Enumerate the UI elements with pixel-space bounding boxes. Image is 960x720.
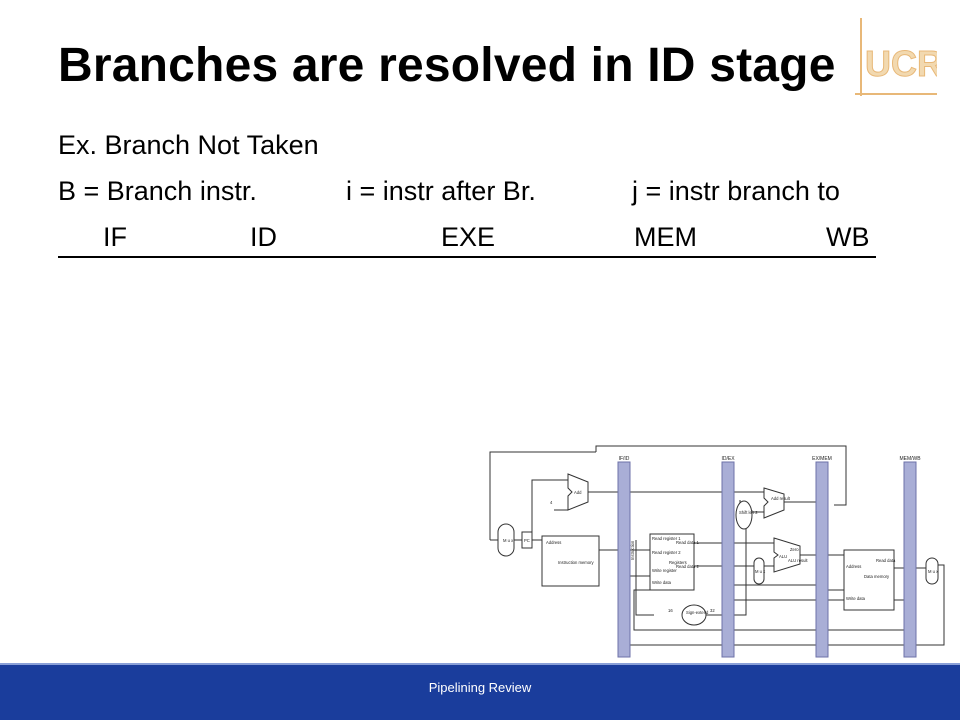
svg-text:Read register 1: Read register 1 [652, 536, 681, 541]
svg-text:16: 16 [668, 608, 673, 613]
alu [773, 537, 801, 573]
svg-text:Add: Add [574, 490, 582, 495]
writeback-mux [925, 557, 939, 585]
svg-text:Write register: Write register [652, 568, 677, 573]
stage-if: IF [103, 222, 127, 252]
svg-text:Read data: Read data [876, 558, 896, 563]
svg-text:Registers: Registers [669, 560, 687, 565]
svg-text:ALU result: ALU result [788, 558, 808, 563]
register-ex-mem [815, 461, 829, 658]
pc-register [521, 531, 533, 549]
register-file [649, 533, 695, 591]
stage-id: ID [250, 222, 277, 252]
svg-text:Address: Address [846, 564, 861, 569]
legend-branch: B = Branch instr. [58, 176, 257, 206]
svg-text:Instruction memory: Instruction memory [558, 560, 595, 565]
svg-text:Write data: Write data [846, 596, 866, 601]
svg-text:Read register 2: Read register 2 [652, 550, 681, 555]
stage-wb: WB [826, 222, 870, 252]
svg-text:Add result: Add result [771, 496, 791, 501]
svg-text:4: 4 [550, 500, 553, 505]
register-id-ex [721, 461, 735, 658]
pc-adder [567, 473, 589, 511]
shift-left-2 [735, 500, 753, 530]
svg-text:Write data: Write data [652, 580, 672, 585]
logo-text: UCR [865, 43, 937, 84]
data-memory [843, 549, 895, 611]
slide-title: Branches are resolved in ID stage [58, 39, 836, 92]
svg-text:M u x: M u x [503, 538, 514, 543]
instruction-memory [541, 535, 600, 587]
svg-text:Sign-extend: Sign-extend [686, 610, 709, 615]
svg-text:32: 32 [710, 608, 715, 613]
svg-text:IF/ID: IF/ID [619, 456, 630, 462]
svg-text:M u x: M u x [928, 569, 939, 574]
svg-text:ID/EX: ID/EX [721, 456, 735, 462]
svg-text:MEM/WB: MEM/WB [899, 456, 921, 462]
svg-text:Data memory: Data memory [864, 574, 890, 579]
stage-mem: MEM [634, 222, 697, 252]
svg-text:EX/MEM: EX/MEM [812, 456, 832, 462]
sign-extend [681, 604, 707, 626]
svg-text:Read data 2: Read data 2 [676, 564, 699, 569]
register-if-id [617, 461, 631, 658]
example-label: Ex. Branch Not Taken [58, 130, 319, 160]
pipeline-registers [617, 461, 917, 658]
stage-header: IF ID EXE MEM WB [58, 222, 876, 258]
register-mem-wb [903, 461, 917, 658]
alu-src-mux [753, 557, 765, 585]
legend-after-branch: i = instr after Br. [346, 176, 536, 206]
ucr-logo: UCR [855, 18, 937, 96]
legend-branch-target: j = instr branch to [632, 176, 840, 206]
svg-text:Read data 1: Read data 1 [676, 540, 699, 545]
pipelined-datapath-diagram: IF/ID ID/EX EX/MEM MEM/WB Add Add result… [489, 445, 945, 658]
svg-text:Shift left 2: Shift left 2 [739, 510, 758, 515]
svg-text:PC: PC [524, 538, 530, 543]
footer-text: Pipelining Review [428, 680, 532, 695]
pc-mux [497, 523, 515, 557]
svg-text:ALU: ALU [779, 554, 787, 559]
stage-exe: EXE [441, 222, 496, 252]
svg-text:Address: Address [546, 540, 561, 545]
svg-text:Instruction: Instruction [630, 540, 635, 560]
footer-bar: Pipelining Review [0, 663, 960, 720]
branch-adder [763, 487, 785, 519]
svg-text:Zero: Zero [790, 547, 799, 552]
svg-text:M u x: M u x [755, 569, 766, 574]
